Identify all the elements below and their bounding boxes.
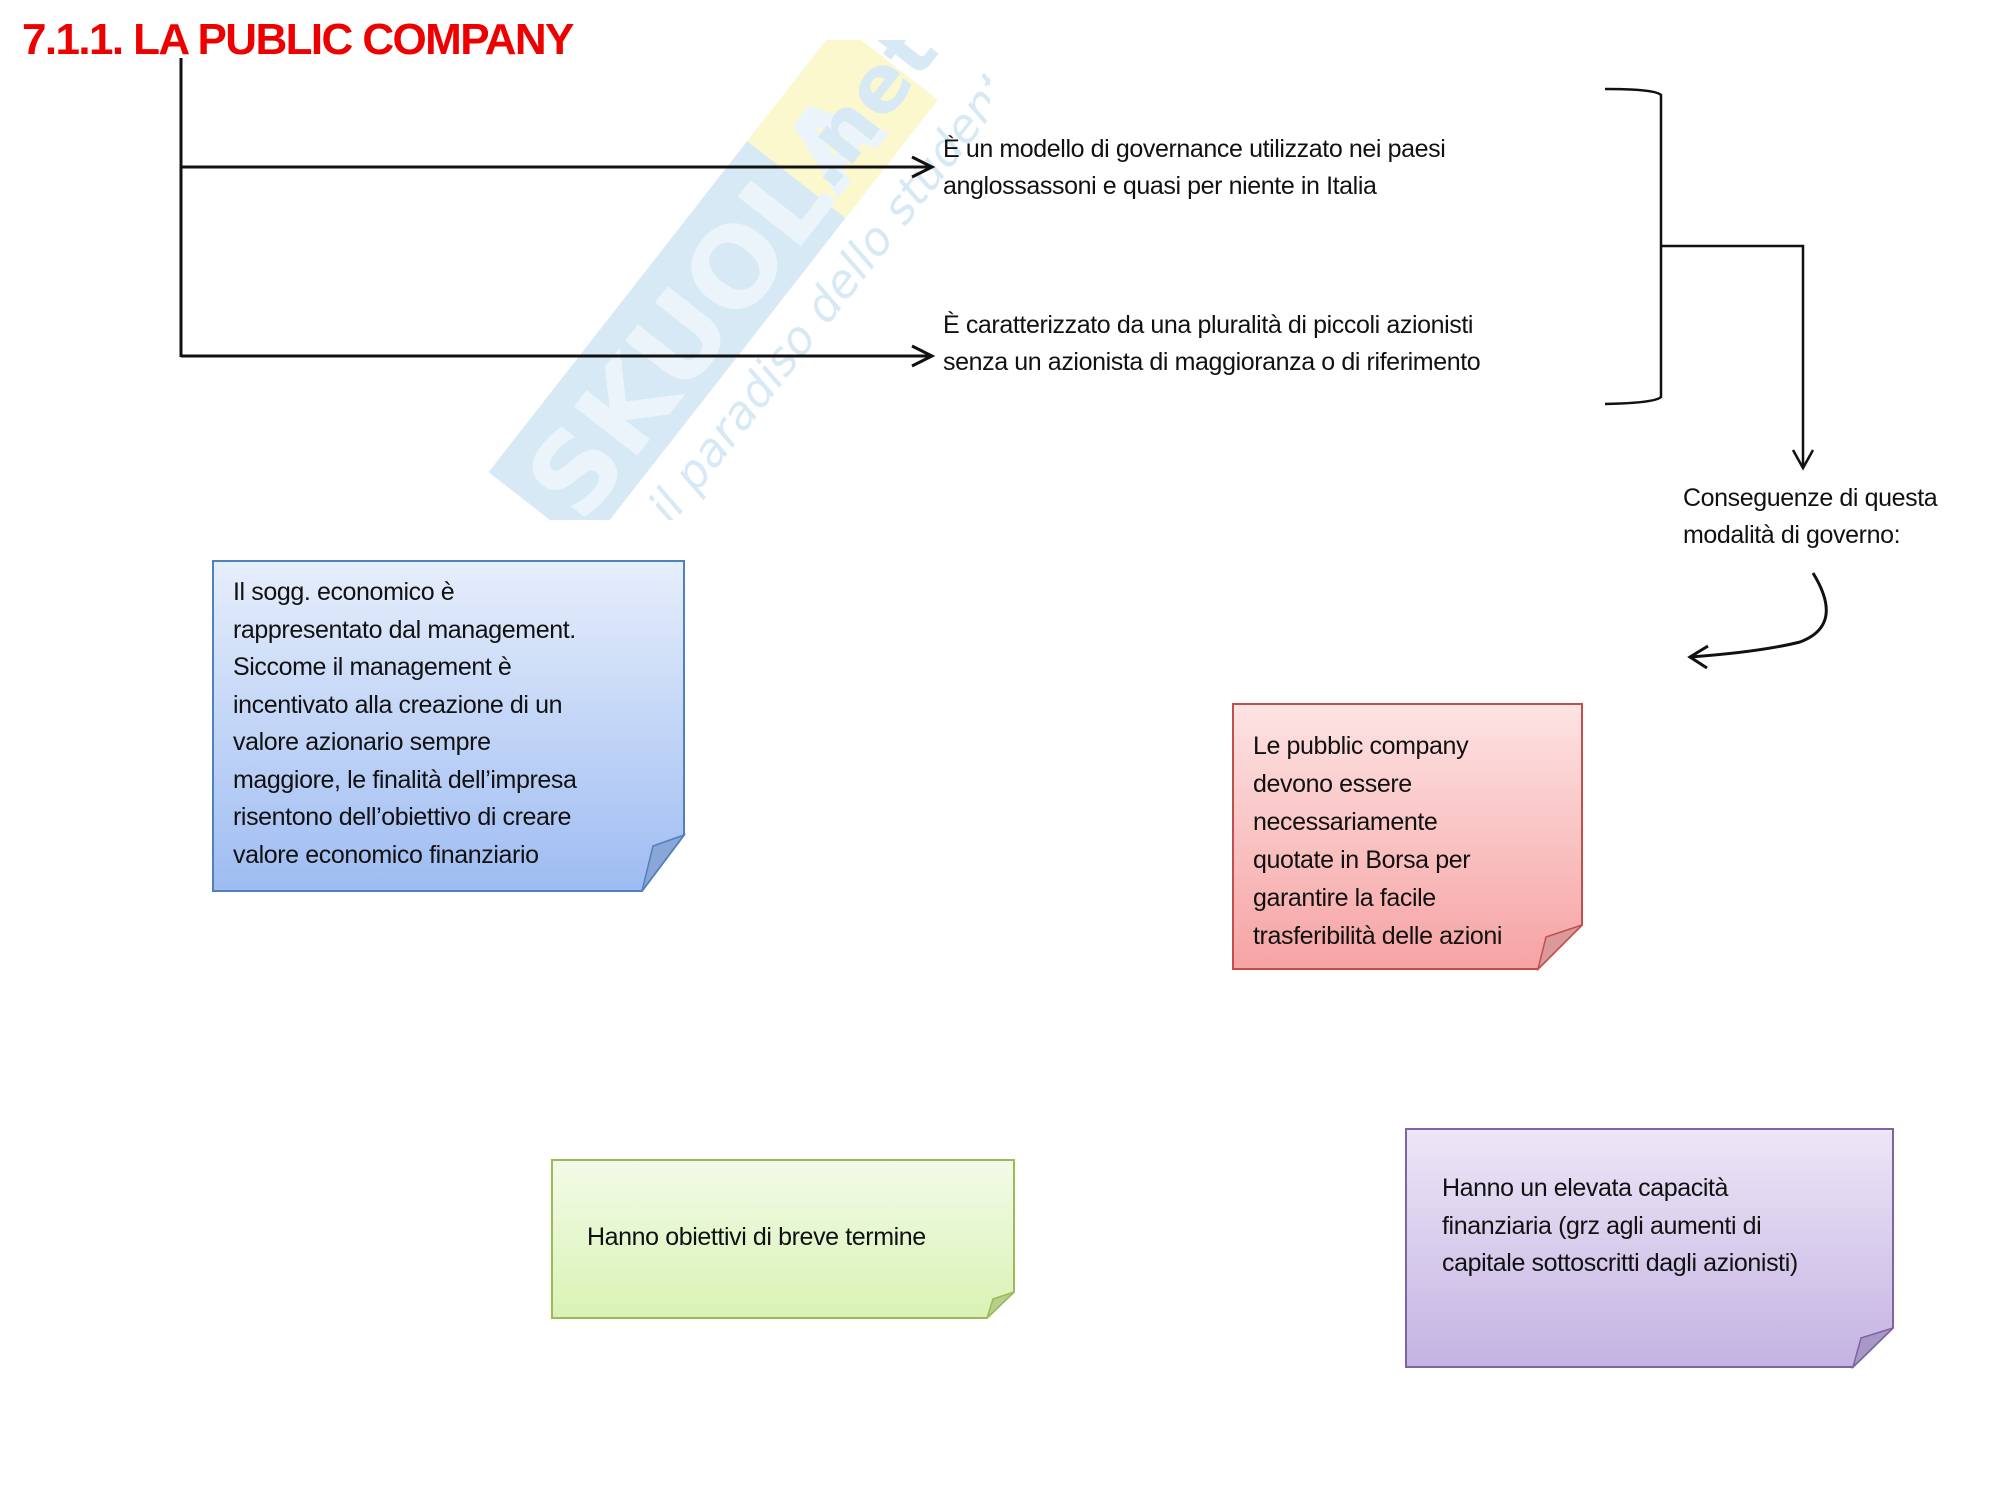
note-line: Hanno un elevata capacità xyxy=(1442,1174,1729,1202)
page-curl-icon xyxy=(641,833,687,892)
bracket-connector xyxy=(1661,244,1805,468)
point-line: È un modello di governance utilizzato ne… xyxy=(943,135,1446,163)
note-line: quotate in Borsa per xyxy=(1253,846,1471,874)
note-shape xyxy=(551,1159,1015,1319)
note-line: Hanno obiettivi di breve termine xyxy=(587,1223,926,1251)
curved-arrow xyxy=(1689,572,1828,659)
note-line: trasferibilità delle azioni xyxy=(1253,922,1503,950)
point-shareholders: È caratterizzato da una pluralità di pic… xyxy=(943,307,1481,381)
down-arrow-head-icon xyxy=(1791,449,1815,471)
page-title: 7.1.1. LA PUBLIC COMPANY xyxy=(22,15,574,64)
page-curl-icon xyxy=(986,1291,1015,1319)
note-line: Le pubblic company xyxy=(1253,732,1469,760)
watermark-brand: SKUOLA xyxy=(502,69,911,520)
note-line: risentono dell’obiettivo di creare xyxy=(233,803,571,831)
arrow-2-head-icon xyxy=(911,344,936,368)
point-line: È caratterizzato da una pluralità di pic… xyxy=(943,311,1474,339)
note-line: maggiore, le finalità dell’impresa xyxy=(233,765,577,794)
note-line: necessariamente xyxy=(1253,808,1438,836)
watermark-brand-suffix: .net xyxy=(771,40,955,205)
note-stock-listing: Le pubblic company devono essere necessa… xyxy=(1232,703,1583,972)
note-line: finanziaria (grz agli aumenti di xyxy=(1442,1211,1762,1240)
note-economic-subject: Il sogg. economico è rappresentato dal m… xyxy=(212,560,687,892)
note-line: Siccome il management è xyxy=(233,653,512,681)
watermark-tagline: il paradiso dello studente xyxy=(637,40,990,520)
note-line: incentivato alla creazione di un xyxy=(233,690,563,719)
curved-arrow-head-icon xyxy=(1687,644,1709,670)
note-line: devono essere xyxy=(1253,770,1412,798)
watermark: SKUOLA .net il paradiso dello studente xyxy=(470,6,1039,550)
note-line: capitale sottoscritti dagli azionisti) xyxy=(1442,1249,1798,1277)
note-shape xyxy=(1405,1128,1894,1370)
note-line: Il sogg. economico è xyxy=(233,578,455,606)
point-line: senza un azionista di maggioranza o di r… xyxy=(943,348,1481,376)
right-bracket xyxy=(1604,87,1663,406)
note-line: valore economico finanziario xyxy=(233,840,539,869)
arrow-1-head-icon xyxy=(911,155,936,179)
point-line: anglossassoni e quasi per niente in Ital… xyxy=(943,172,1377,200)
note-shape xyxy=(212,560,687,892)
note-line: valore azionario sempre xyxy=(233,728,491,756)
watermark-band xyxy=(488,125,858,550)
page-curl-icon xyxy=(1851,1327,1894,1370)
consequences-line: modalità di governo: xyxy=(1683,521,1901,549)
note-line: rappresentato dal management. xyxy=(233,615,576,644)
note-shape xyxy=(1232,703,1583,972)
consequences-line: Conseguenze di questa xyxy=(1683,484,1938,512)
consequences-label: Conseguenze di questa modalità di govern… xyxy=(1683,480,1938,554)
watermark-patch xyxy=(747,22,938,219)
page-curl-icon xyxy=(1536,924,1583,972)
note-short-term: Hanno obiettivi di breve termine xyxy=(551,1159,1015,1319)
note-financial-capacity: Hanno un elevata capacità finanziaria (g… xyxy=(1405,1128,1894,1370)
note-line: garantire la facile xyxy=(1253,884,1436,912)
point-governance-model: È un modello di governance utilizzato ne… xyxy=(943,131,1446,205)
